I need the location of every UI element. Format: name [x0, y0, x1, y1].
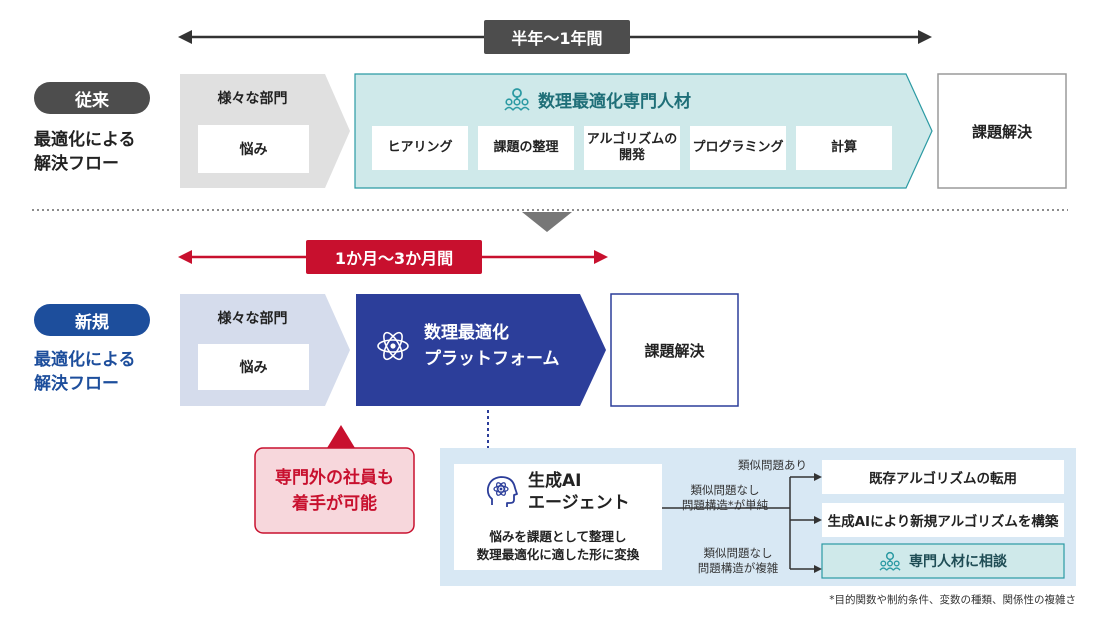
- branch-condition-1: 類似問題あり: [738, 458, 807, 472]
- footnote: *目的関数や制約条件、変数の種類、関係性の複雑さ: [829, 594, 1076, 606]
- new-platform-content: 数理最適化 プラットフォーム: [376, 320, 560, 372]
- agent-desc-line1: 悩みを課題として整理し: [489, 529, 627, 544]
- platform-line2: プラットフォーム: [424, 349, 560, 369]
- callout-line2: 着手が可能: [292, 493, 377, 514]
- divider-down-triangle: [522, 212, 572, 232]
- platform-line1: 数理最適化: [424, 323, 509, 343]
- callout-pointer: [327, 425, 355, 448]
- old-timeline-label: 半年〜1年間: [484, 20, 630, 54]
- new-timeline-left-head: [178, 250, 192, 264]
- new-badge: 新規: [34, 304, 150, 336]
- old-badge: 従来: [34, 82, 150, 114]
- ai-head-icon: [486, 476, 518, 507]
- agent-title-line2: エージェント: [528, 493, 630, 513]
- branch-condition-2: 類似問題なし 問題構造*が単純: [670, 483, 780, 513]
- old-step-4: プログラミング: [690, 126, 786, 170]
- old-department-label: 様々な部門: [217, 91, 288, 107]
- people-icon: [504, 88, 530, 111]
- outcome-box-1: [822, 460, 1064, 494]
- callout-line1: 専門外の社員も: [275, 467, 394, 488]
- old-worry-box: 悩み: [198, 125, 309, 173]
- old-flow-title-line2: 解決フロー: [34, 154, 119, 174]
- old-step-3: アルゴリズムの 開発: [584, 126, 680, 170]
- branch-condition-2-line2: 問題構造*が単純: [681, 498, 769, 512]
- new-result-label: 課題解決: [644, 341, 705, 360]
- agent-description: 悩みを課題として整理し 数理最適化に適した形に変換: [454, 528, 662, 564]
- old-timeline-left-head: [178, 30, 192, 44]
- new-platform-arrow: [356, 294, 606, 406]
- branch-arrow-2: [814, 516, 822, 524]
- outcome-1: 既存アルゴリズムの転用: [868, 471, 1018, 487]
- atom-icon: [377, 331, 409, 361]
- branch-condition-3-line1: 類似問題なし: [703, 546, 773, 560]
- agent-desc-line2: 数理最適化に適した形に変換: [476, 547, 640, 562]
- new-flow-title: 最適化による 解決フロー: [34, 348, 136, 396]
- people-icon: [879, 551, 901, 571]
- new-flow-title-line2: 解決フロー: [34, 374, 119, 394]
- branch-condition-3-line2: 問題構造が複雑: [697, 561, 779, 575]
- old-expert-header: 数理最適化専門人材: [504, 86, 691, 112]
- outcome-box-3: [821, 543, 1065, 579]
- outcome-3-label: 専門人材に相談: [909, 554, 1007, 570]
- old-result-box: [937, 73, 1067, 189]
- agent-title-line1: 生成AI: [528, 471, 582, 491]
- old-expert-title: 数理最適化専門人材: [538, 91, 691, 112]
- old-step-5: 計算: [796, 126, 892, 170]
- agent-box: [454, 464, 662, 570]
- new-worry-box: 悩み: [198, 344, 309, 390]
- old-result-label: 課題解決: [971, 122, 1032, 141]
- new-flow-title-line1: 最適化による: [34, 350, 136, 370]
- old-timeline-right-head: [918, 30, 932, 44]
- branch-condition-2-line1: 類似問題なし: [690, 483, 760, 497]
- old-flow-title: 最適化による 解決フロー: [34, 128, 136, 176]
- outcome-2: 生成AIにより新規アルゴリズムを構築: [827, 514, 1059, 530]
- branch-arrow-1: [814, 473, 822, 481]
- old-flow-title-line1: 最適化による: [34, 130, 136, 150]
- old-step-2: 課題の整理: [478, 126, 574, 170]
- callout-text: 専門外の社員も 着手が可能: [255, 448, 414, 533]
- callout-box: [254, 447, 415, 534]
- branch-connector: [662, 476, 818, 570]
- new-result-box: [610, 293, 739, 407]
- new-timeline-label: 1か月〜3か月間: [306, 240, 482, 274]
- branch-arrow-3: [814, 565, 822, 573]
- branch-condition-3: 類似問題なし 問題構造が複雑: [690, 546, 786, 576]
- new-department-label: 様々な部門: [217, 311, 288, 327]
- agent-header: 生成AI エージェント: [486, 470, 630, 514]
- outcome-3: 専門人材に相談: [822, 544, 1064, 578]
- old-step-1: ヒアリング: [372, 126, 468, 170]
- outcome-box-2: [822, 503, 1064, 537]
- new-timeline-right-head: [594, 250, 608, 264]
